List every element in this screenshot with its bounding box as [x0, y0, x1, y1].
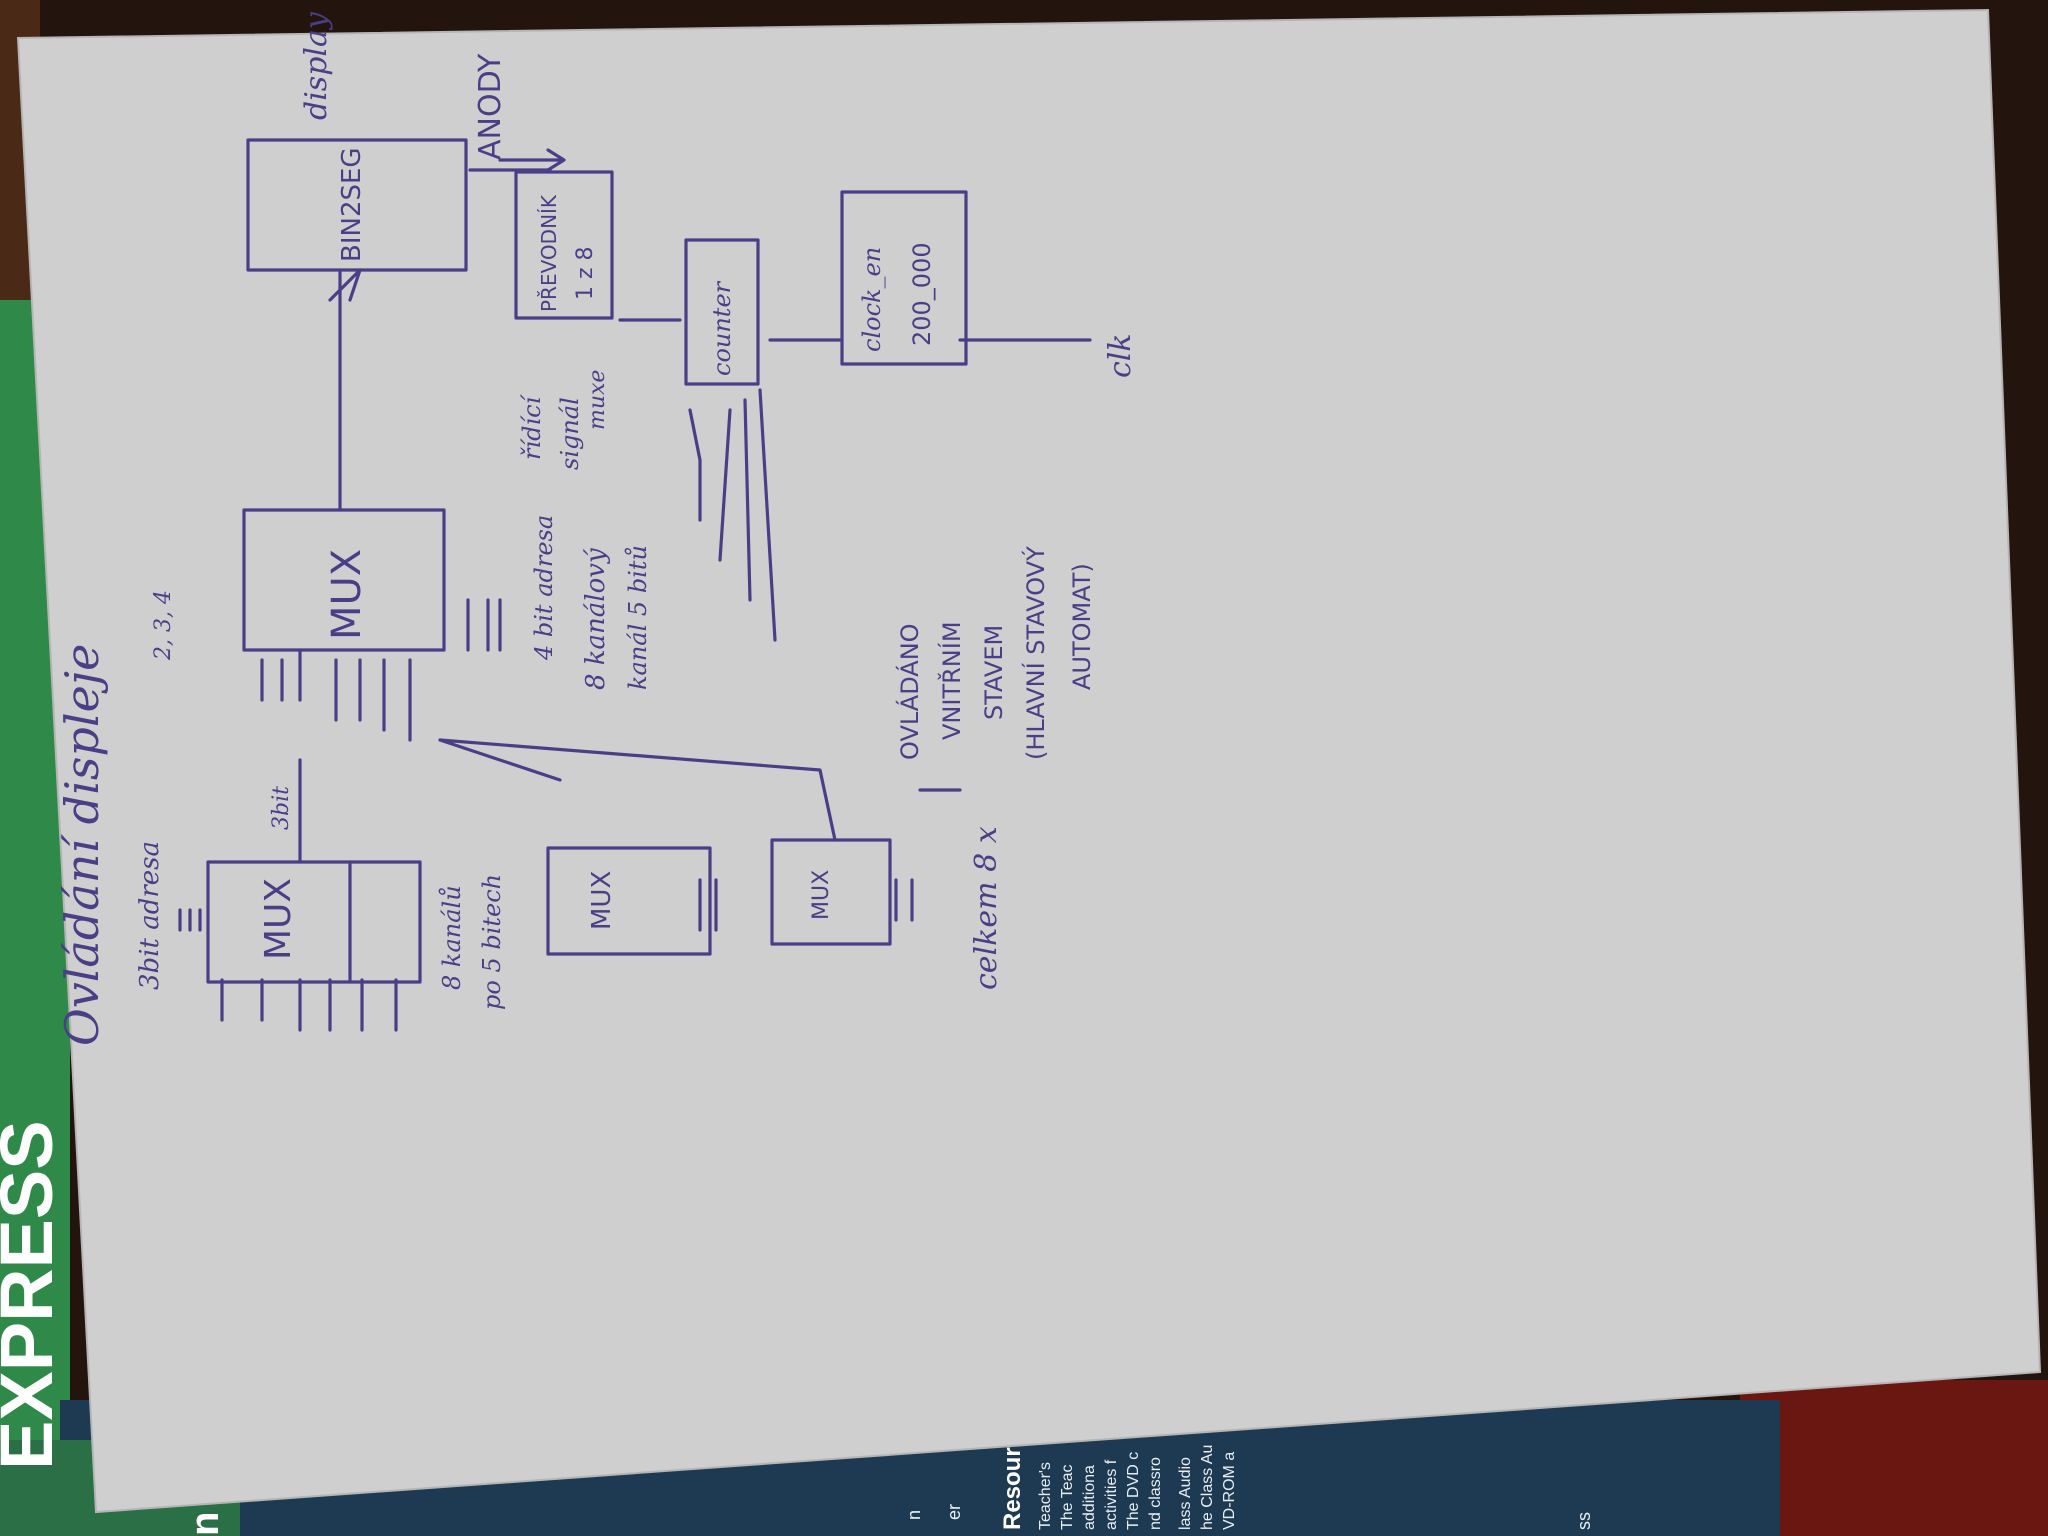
book-line-3: additiona	[1081, 1465, 1098, 1530]
address-label: 3bit adresa	[135, 841, 165, 990]
ridici-note-1: řídící	[518, 393, 546, 460]
page-title: Ovládání displeje	[55, 644, 109, 1046]
prevodnik-label-1: PŘEVODNÍK	[537, 194, 561, 312]
mux-small-2-arrows	[894, 878, 914, 922]
clock-en-label-2: 200_000	[908, 242, 936, 346]
mux-main-label: MUX	[258, 878, 299, 960]
mux-input-box	[206, 860, 422, 984]
mux-small-1-box	[546, 846, 712, 956]
clock-en-box	[840, 190, 968, 366]
book-line-2: The Teac	[1059, 1464, 1076, 1530]
book-line-9: VD-ROM a	[1221, 1452, 1238, 1530]
center-top-note: 2, 3, 4	[151, 590, 176, 661]
ovladano-note-5: AUTOMAT)	[1068, 563, 1096, 690]
clock-en-label-1: clock_en	[858, 247, 886, 352]
center-mux-address-arrows	[466, 598, 502, 652]
ovladano-note-3: STAVEM	[980, 625, 1008, 720]
book-bullet-line-1: n	[904, 1510, 924, 1520]
counter-select-lines	[688, 388, 777, 642]
book-line-6: nd classro	[1147, 1457, 1164, 1530]
ovladano-note-4: (HLAVNÍ STAVOVÝ	[1021, 546, 1050, 760]
display-label: display	[299, 11, 334, 120]
center-bits-note-2: 8 kanálový	[581, 548, 611, 690]
book-heading: Resour	[999, 1447, 1026, 1530]
celkem-note: celkem 8 x	[969, 826, 1004, 990]
ovladano-note-1: OVLÁDÁNO	[895, 623, 924, 760]
line-select-to-mux	[438, 738, 837, 842]
arrow-into-bin2seg	[328, 268, 362, 302]
mux-center-label: MUX	[324, 549, 370, 640]
red-cover	[1740, 1380, 2048, 1536]
anody-output-arrow	[498, 148, 566, 172]
book-line-7: lass Audio	[1177, 1457, 1194, 1530]
clk-label: clk	[1103, 333, 1138, 378]
prevodnik-box	[514, 170, 614, 320]
book-title: EXPRESS	[0, 1120, 68, 1470]
bin2seg-label: BIN2SEG	[337, 147, 367, 262]
mux-small-1-label: MUX	[587, 871, 617, 930]
address-arrows	[178, 908, 202, 932]
book-line-1: Teacher's	[1037, 1462, 1054, 1530]
paper-sheet	[18, 10, 2040, 1512]
mux-channels-note-1: 8 kanálů	[438, 885, 466, 990]
book-line-5: The DVD c	[1125, 1452, 1142, 1530]
prevodnik-label-2: 1 z 8	[573, 246, 598, 300]
mux-small-2-label: MUX	[809, 870, 834, 920]
book-line-8: he Class Au	[1199, 1445, 1216, 1530]
center-bits-note-1: 4 bit adresa	[530, 515, 558, 661]
center-bits-note-3: kanál 5 bitů	[624, 545, 652, 690]
book-bullet-line-2: er	[944, 1504, 964, 1520]
book-footer-fragment: ss	[1574, 1512, 1594, 1530]
bus-label: 3bit	[269, 786, 294, 830]
anody-label: ANODY	[473, 53, 508, 160]
mux-input-arrows	[220, 978, 398, 1032]
ovladano-note-2: VNITŘNÍM	[937, 621, 966, 740]
mux-small-1-arrows	[698, 878, 718, 932]
center-mux-input-arrows	[260, 658, 412, 742]
book-title-partial: n	[183, 1512, 227, 1536]
paper-edge	[16, 8, 2042, 1514]
mux-small-2-box	[770, 838, 892, 946]
counter-box	[684, 238, 760, 386]
ridici-note-3: muxe	[585, 370, 610, 430]
ridici-note-2: signál	[556, 397, 584, 470]
mux-channels-note-2: po 5 bitech	[478, 874, 506, 1010]
bin2seg-box	[246, 138, 468, 272]
book-line-4: activities f	[1103, 1459, 1120, 1530]
mux-center-box	[242, 508, 446, 652]
counter-label: counter	[708, 280, 736, 376]
